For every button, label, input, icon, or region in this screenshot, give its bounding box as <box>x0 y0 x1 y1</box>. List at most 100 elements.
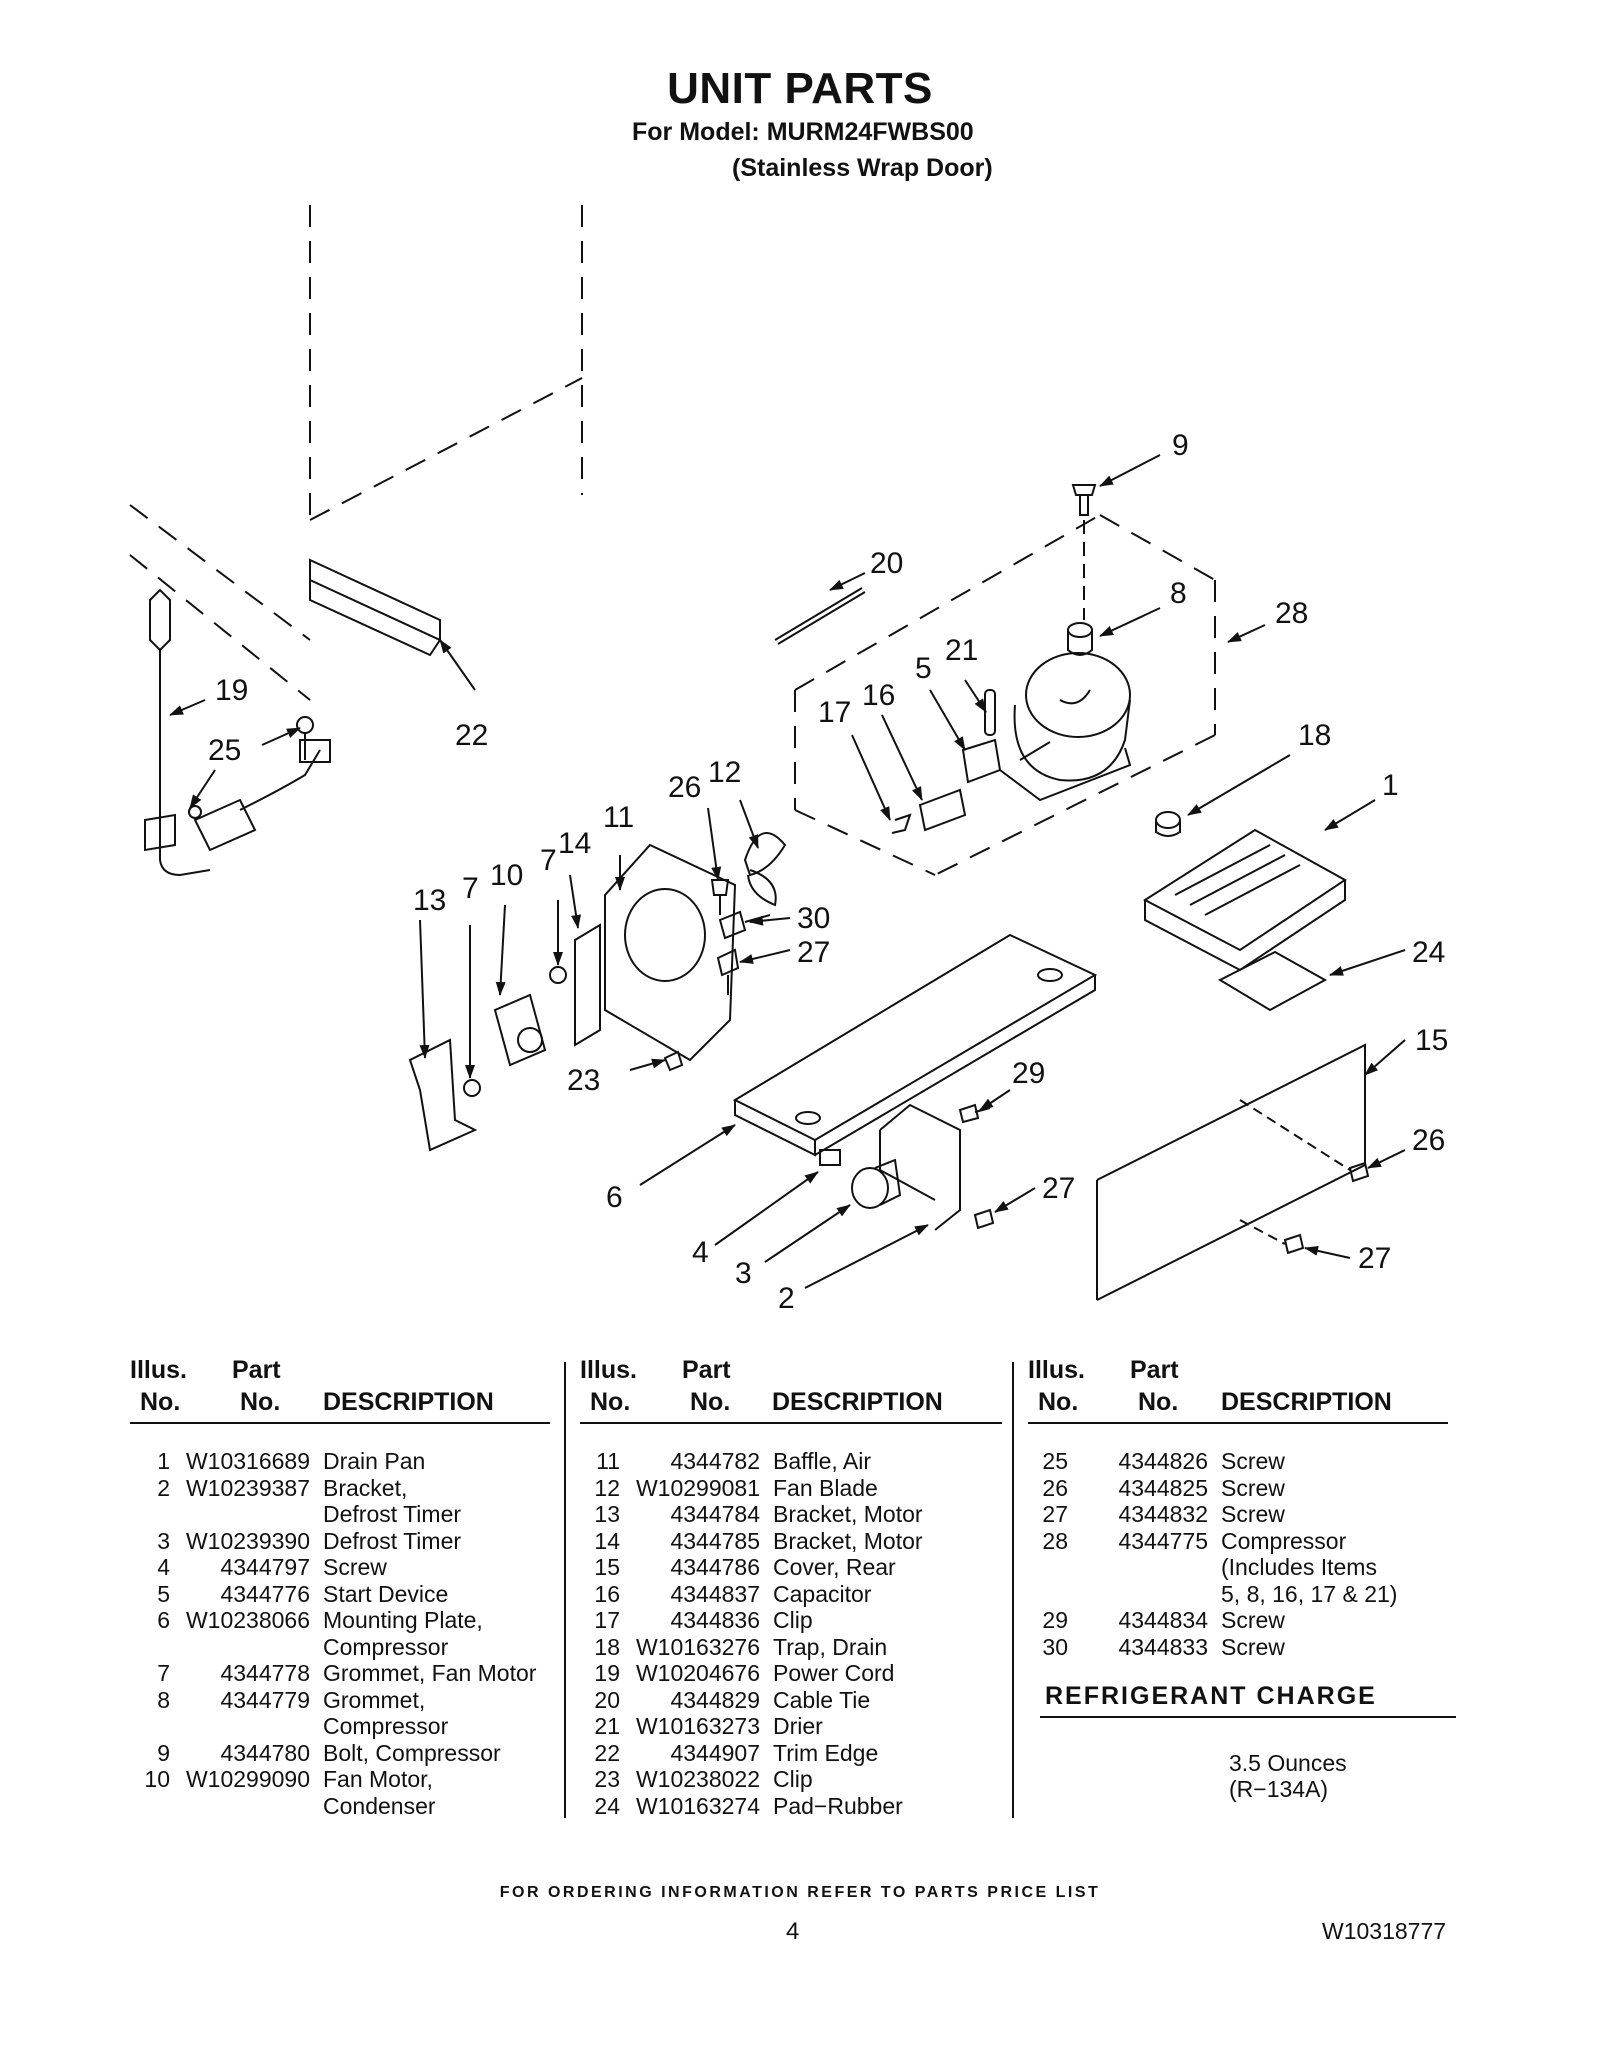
part-number: 4344780 <box>220 1739 310 1766</box>
col3-header-description: DESCRIPTION <box>1221 1388 1392 1416</box>
mounting-plate-part <box>732 933 1098 1157</box>
col3-header-no: No. <box>1038 1388 1079 1416</box>
power-cord-part <box>144 588 331 877</box>
part-description: Bracket, Motor <box>773 1527 923 1554</box>
trim-edge-part <box>309 558 441 657</box>
callout-9: 9 <box>1172 429 1189 462</box>
clip-17-part <box>891 813 912 834</box>
illus-number: 30 <box>1042 1633 1068 1660</box>
callout-22: 22 <box>455 719 488 752</box>
part-description: Clip <box>773 1766 813 1792</box>
part-description: Condenser <box>323 1792 436 1819</box>
illus-number: 27 <box>1042 1501 1068 1527</box>
cable-tie-part <box>774 587 866 645</box>
motor-bracket-14-part <box>574 923 601 1047</box>
part-description: Compressor <box>323 1633 449 1660</box>
col1-header-part: Part <box>232 1356 281 1384</box>
defrost-timer-part <box>851 1158 902 1209</box>
callout-23: 23 <box>567 1064 600 1097</box>
part-description: Clip <box>773 1607 813 1633</box>
col2-header-illus: Illus. <box>580 1356 637 1384</box>
trap-drain-part <box>1155 811 1181 837</box>
leader-arrows <box>169 454 1406 1289</box>
drain-pan-part <box>1143 828 1347 972</box>
part-number: 4344775 <box>1118 1527 1208 1554</box>
compressor-group-outline <box>794 514 1216 876</box>
part-number: W10299090 <box>185 1766 310 1792</box>
bolt-9-part <box>1071 484 1097 620</box>
col2-header-partno: No. <box>690 1388 731 1416</box>
illus-number: 21 <box>594 1713 620 1739</box>
part-number: 4344778 <box>220 1660 310 1686</box>
part-number: 4344797 <box>220 1554 310 1580</box>
callout-29: 29 <box>1012 1057 1045 1090</box>
callout-27-baffle: 27 <box>797 936 830 969</box>
col1-header-illus: Illus. <box>130 1356 187 1384</box>
start-device-part <box>961 738 1002 784</box>
screw-25-part <box>188 716 314 819</box>
col1-header-description: DESCRIPTION <box>323 1388 494 1416</box>
callout-18: 18 <box>1298 719 1331 752</box>
col3-header-part: Part <box>1130 1356 1179 1384</box>
illus-number: 10 <box>144 1766 170 1792</box>
illus-number: 8 <box>157 1686 170 1713</box>
part-description: Screw <box>1221 1607 1285 1633</box>
callout-7-upper: 7 <box>540 844 557 877</box>
part-description: Trap, Drain <box>773 1633 888 1660</box>
illus-number: 22 <box>594 1739 620 1766</box>
callout-15: 15 <box>1415 1024 1448 1057</box>
clip-23-part <box>663 1050 684 1072</box>
callout-7-lower: 7 <box>462 872 479 905</box>
part-description: Pad−Rubber <box>773 1792 903 1819</box>
grommet-7-part <box>463 966 567 1097</box>
part-description: Bracket, Motor <box>773 1501 923 1527</box>
illus-number: 26 <box>1042 1474 1068 1501</box>
part-description: (Includes Items <box>1221 1554 1377 1580</box>
callout-13: 13 <box>413 884 446 917</box>
col1-header-no: No. <box>140 1388 181 1416</box>
callout-26: 26 <box>668 771 701 804</box>
part-description: Bolt, Compressor <box>323 1739 501 1766</box>
part-number: W10239387 <box>185 1474 310 1501</box>
illus-number: 25 <box>1042 1448 1068 1474</box>
illus-number: 14 <box>594 1527 620 1554</box>
part-number: 4344782 <box>670 1448 760 1474</box>
column-divider <box>564 1362 566 1818</box>
part-description: Trim Edge <box>773 1739 879 1766</box>
part-description: Screw <box>1221 1474 1285 1501</box>
refrigerant-amount: 3.5 Ounces <box>1229 1750 1347 1776</box>
fan-blade-part <box>743 832 787 907</box>
illus-number: 3 <box>157 1527 170 1554</box>
part-description: Fan Blade <box>773 1474 878 1501</box>
col3-header-illus: Illus. <box>1028 1356 1085 1384</box>
part-description: Grommet, <box>323 1686 426 1713</box>
illus-number: 1 <box>157 1448 170 1474</box>
part-number: 4344832 <box>1118 1501 1208 1527</box>
part-description: Screw <box>1221 1448 1285 1474</box>
col2-header-part: Part <box>682 1356 731 1384</box>
callout-2: 2 <box>778 1282 795 1315</box>
illus-number: 24 <box>594 1792 620 1819</box>
callout-17: 17 <box>818 696 851 729</box>
callout-14: 14 <box>558 827 591 860</box>
part-description: Defrost Timer <box>323 1527 462 1554</box>
illus-number: 23 <box>594 1766 620 1792</box>
part-description: Drier <box>773 1713 823 1739</box>
callout-labels: 9 20 8 28 21 5 16 17 18 1 19 25 22 26 12… <box>208 429 1448 1315</box>
callout-28: 28 <box>1275 597 1308 630</box>
variant-line: (Stainless Wrap Door) <box>732 154 993 182</box>
part-number: 4344834 <box>1118 1607 1208 1633</box>
callout-21: 21 <box>945 634 978 667</box>
ordering-note: FOR ORDERING INFORMATION REFER TO PARTS … <box>499 1884 1101 1901</box>
part-description: Defrost Timer <box>323 1501 462 1527</box>
col3-header-partno: No. <box>1138 1388 1179 1416</box>
refrigerant-type: (R−134A) <box>1229 1776 1329 1802</box>
part-description: Cable Tie <box>773 1686 871 1713</box>
illus-number: 5 <box>157 1580 170 1607</box>
callout-6: 6 <box>606 1181 623 1214</box>
part-number: 4344784 <box>670 1501 760 1527</box>
callout-19: 19 <box>215 674 248 707</box>
drier-part <box>984 689 996 736</box>
page-title: UNIT PARTS <box>667 64 933 113</box>
capacitor-part <box>918 788 967 832</box>
